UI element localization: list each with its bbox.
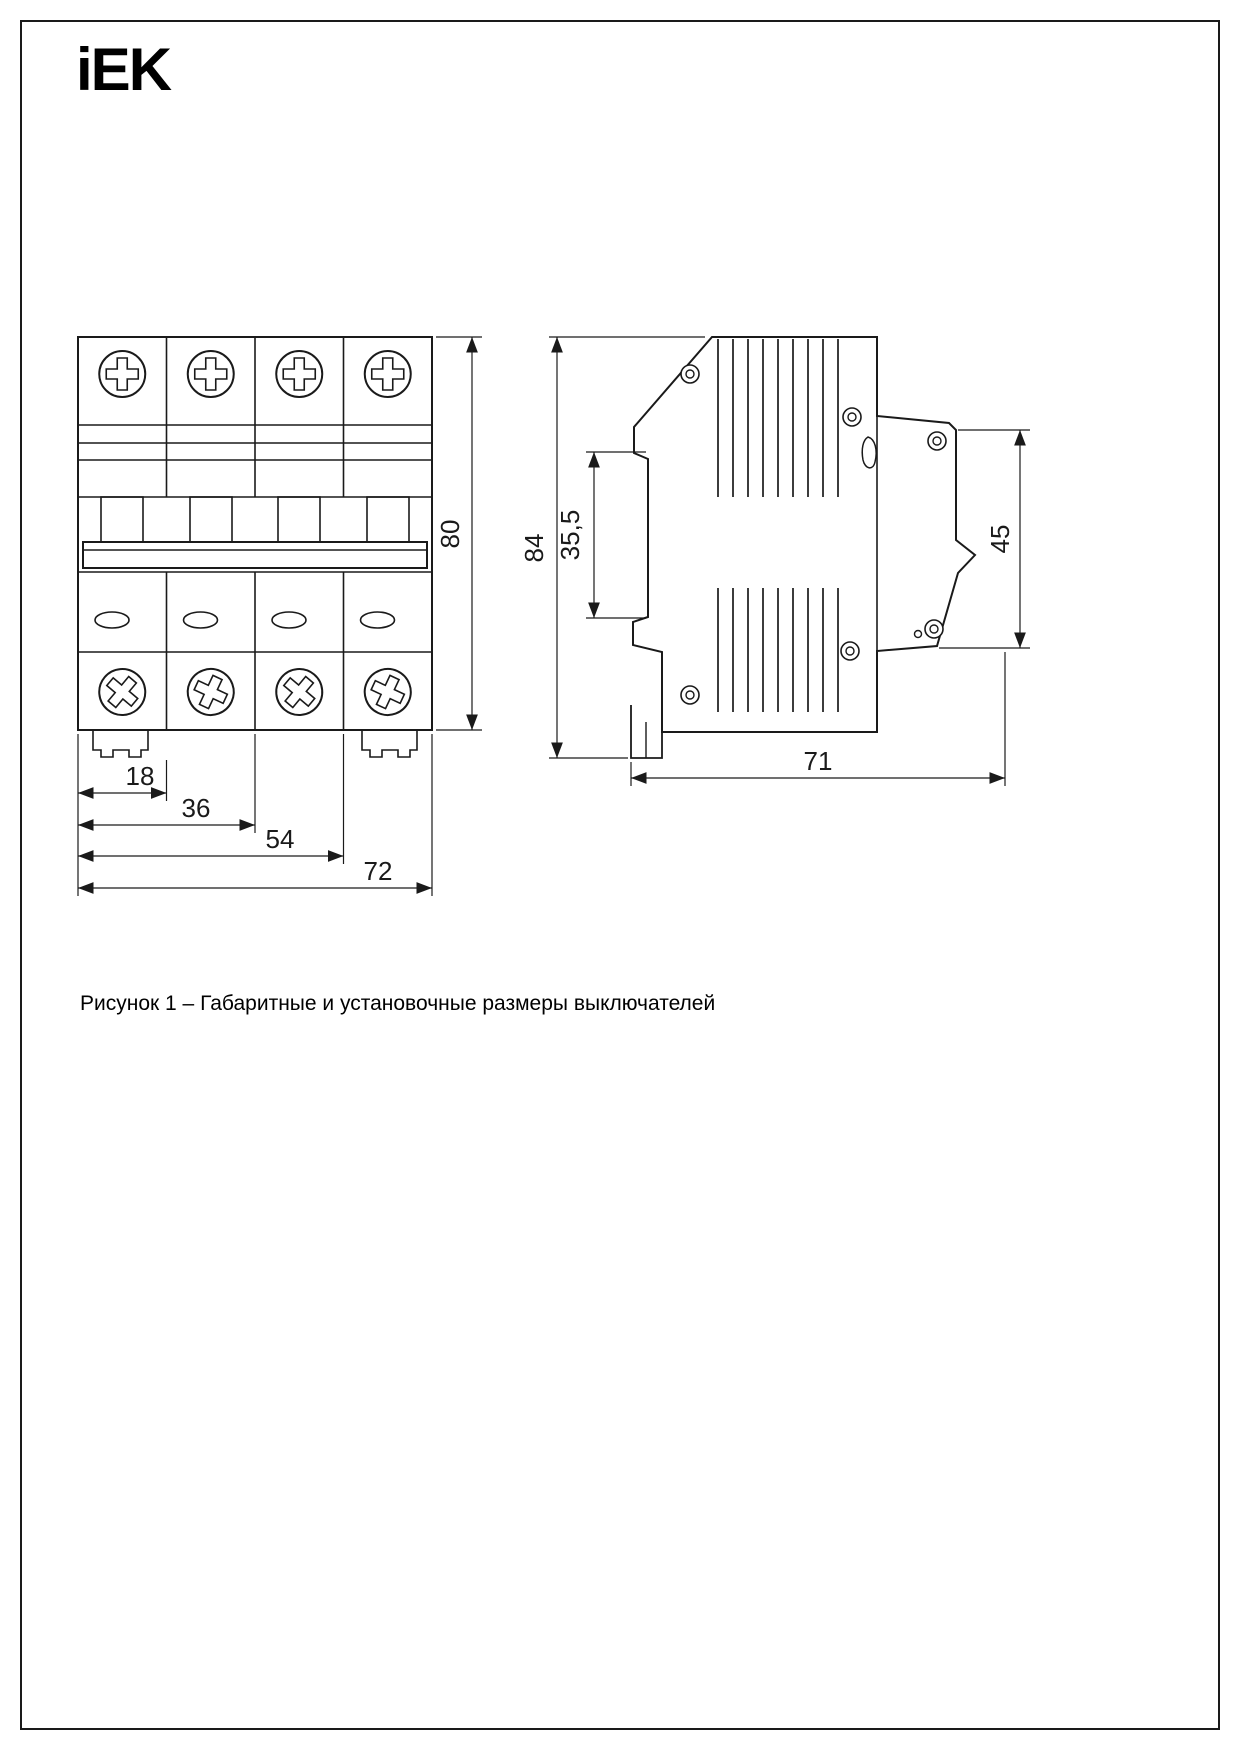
rivet xyxy=(840,641,860,661)
side-view-drawing xyxy=(630,336,977,759)
iek-logo: iEK xyxy=(76,36,172,103)
din-clip xyxy=(361,730,418,758)
front-view-drawing xyxy=(77,336,433,758)
screw-terminal xyxy=(179,660,243,724)
pin-dot xyxy=(913,629,923,639)
screw-terminal xyxy=(265,658,333,726)
vent-slots-upper xyxy=(717,339,839,497)
dim-label-18: 18 xyxy=(126,761,155,791)
toggle-bar xyxy=(82,541,428,569)
figure-caption: Рисунок 1 – Габаритные и установочные ра… xyxy=(80,992,716,1015)
din-clip xyxy=(92,730,149,758)
curved-slot xyxy=(861,436,877,469)
indicator-window xyxy=(182,611,219,629)
screw-terminal xyxy=(98,350,147,398)
side-view-dimensions xyxy=(549,336,1030,786)
front-view-dimensions xyxy=(77,336,482,896)
dim-label-80: 80 xyxy=(435,520,465,549)
screw-terminal xyxy=(275,350,324,398)
dim-label-35-5: 35,5 xyxy=(555,510,585,561)
rivet xyxy=(842,407,862,427)
dim-label-45: 45 xyxy=(985,525,1015,554)
vent-slots-lower xyxy=(717,588,839,712)
side-body-outline xyxy=(632,336,977,733)
rivet xyxy=(927,431,947,451)
indicator-window xyxy=(94,611,130,629)
dim-label-71: 71 xyxy=(804,746,833,776)
dim-label-84: 84 xyxy=(519,534,549,563)
page-border xyxy=(20,20,1220,1730)
dim-label-54: 54 xyxy=(266,824,295,854)
toggle-handle xyxy=(189,496,233,543)
indicator-window xyxy=(359,611,396,629)
toggle-handle xyxy=(277,496,321,543)
screw-terminal xyxy=(356,660,420,724)
rivet xyxy=(924,619,944,639)
dimension-drawing: 80 18 36 54 72 xyxy=(77,336,1030,896)
dim-label-36: 36 xyxy=(182,793,211,823)
rivet xyxy=(680,685,700,705)
rivet xyxy=(680,364,700,384)
screw-terminal xyxy=(186,350,235,398)
toggle-handle xyxy=(100,496,144,543)
screw-terminal xyxy=(88,658,156,726)
screw-terminal xyxy=(363,350,412,398)
toggle-handle xyxy=(366,496,410,543)
indicator-window xyxy=(271,611,307,629)
dim-label-72: 72 xyxy=(364,856,393,886)
